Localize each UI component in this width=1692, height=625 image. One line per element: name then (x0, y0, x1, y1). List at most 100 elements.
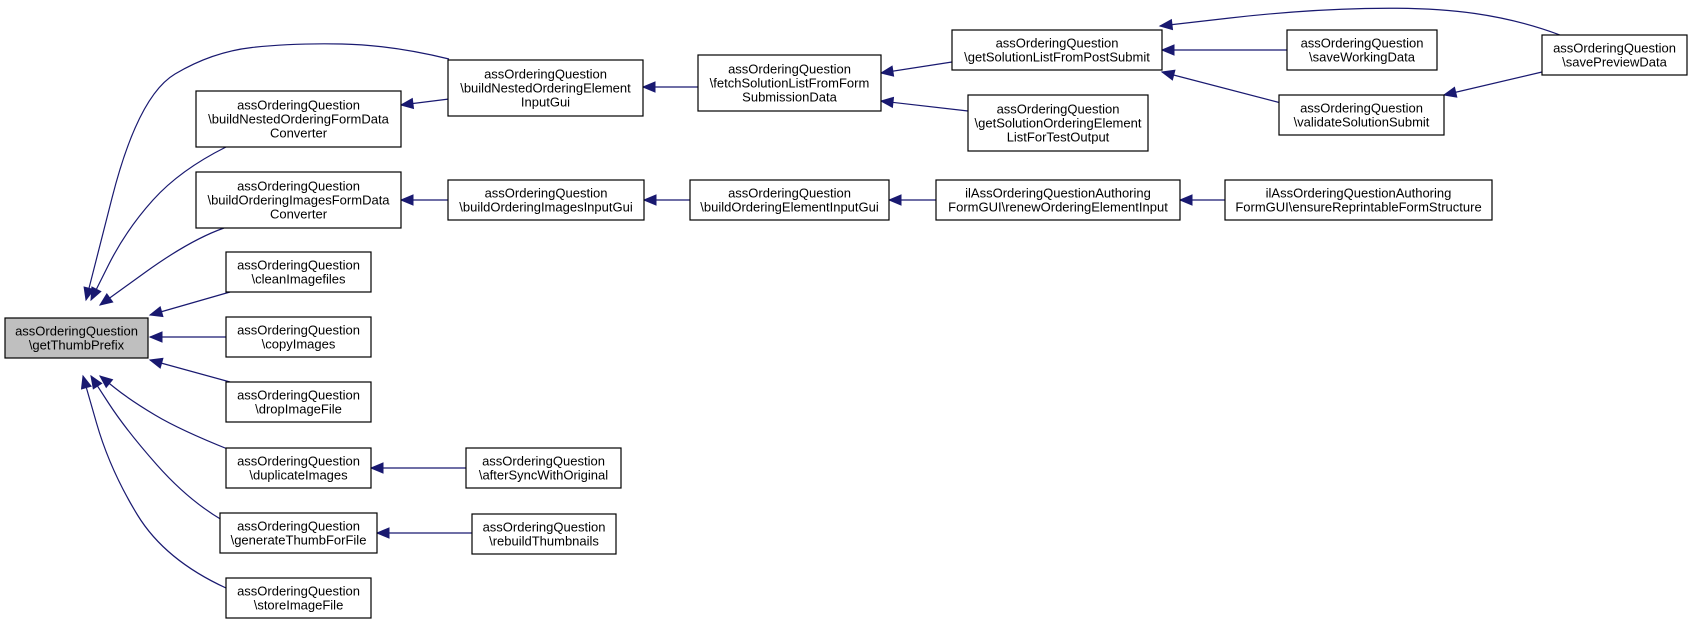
arrow-head-icon (1160, 69, 1176, 81)
node-box (4, 317, 149, 359)
edge-line (90, 375, 223, 521)
node-box (935, 179, 1181, 221)
edge-cleanImagefiles-to-getThumbPrefix (148, 291, 231, 318)
node-copyImages[interactable]: assOrderingQuestion\copyImages (225, 316, 372, 358)
node-label-line: \buildOrderingImagesInputGui (459, 200, 633, 215)
edge-savePreviewData-to-validateSolutionSubmit (1442, 71, 1543, 98)
node-label-line: \savePreviewData (1562, 55, 1668, 70)
node-ensureReprintableFormStructure[interactable]: ilAssOrderingQuestionAuthoringFormGUI\en… (1224, 179, 1493, 221)
node-buildNestedOrderingFormDataConverter[interactable]: assOrderingQuestion\buildNestedOrderingF… (195, 90, 402, 148)
node-label-line: \saveWorkingData (1309, 50, 1416, 65)
node-label-line: ListForTestOutput (1007, 130, 1110, 145)
node-buildOrderingElementInputGui[interactable]: assOrderingQuestion\buildOrderingElement… (689, 179, 890, 221)
node-box (195, 90, 402, 148)
edge-duplicateImages-to-getThumbPrefix (98, 375, 231, 451)
arrow-head-icon (879, 65, 895, 77)
node-getSolutionOrderingElementListForTestOutput[interactable]: assOrderingQuestion\getSolutionOrderingE… (967, 94, 1149, 152)
node-getThumbPrefix[interactable]: assOrderingQuestion\getThumbPrefix (4, 317, 149, 359)
node-label-line: assOrderingQuestion (1553, 41, 1676, 56)
node-label-line: assOrderingQuestion (482, 454, 605, 469)
node-label-line: assOrderingQuestion (1301, 36, 1424, 51)
node-generateThumbForFile[interactable]: assOrderingQuestion\generateThumbForFile (219, 512, 378, 554)
edge-getSolutionListFromPostSubmit-to-fetchSolutionListFromFormSubmissionData (879, 61, 953, 77)
node-box (471, 513, 617, 555)
node-rebuildThumbnails[interactable]: assOrderingQuestion\rebuildThumbnails (471, 513, 617, 555)
edge-line (880, 100, 969, 112)
node-label-line: assOrderingQuestion (996, 36, 1119, 51)
node-cleanImagefiles[interactable]: assOrderingQuestion\cleanImagefiles (225, 251, 372, 293)
node-label-line: \buildNestedOrderingElement (460, 81, 631, 96)
node-validateSolutionSubmit[interactable]: assOrderingQuestion\validateSolutionSubm… (1278, 94, 1445, 136)
node-box (967, 94, 1149, 152)
arrow-head-icon (399, 194, 414, 206)
node-fetchSolutionListFromFormSubmissionData[interactable]: assOrderingQuestion\fetchSolutionListFro… (697, 54, 882, 112)
node-label-line: assOrderingQuestion (728, 186, 851, 201)
node-storeImageFile[interactable]: assOrderingQuestion\storeImageFile (225, 577, 372, 619)
edge-afterSyncWithOriginal-to-duplicateImages (369, 462, 466, 474)
node-label-line: \buildNestedOrderingFormData (208, 112, 389, 127)
node-label-line: assOrderingQuestion (483, 520, 606, 535)
node-box (447, 179, 645, 221)
edge-layer (80, 7, 1561, 589)
node-label-line: assOrderingQuestion (237, 454, 360, 469)
edge-savePreviewData-to-getSolutionListFromPostSubmit (1158, 7, 1561, 36)
node-duplicateImages[interactable]: assOrderingQuestion\duplicateImages (225, 447, 372, 489)
arrow-head-icon (148, 331, 163, 343)
node-label-line: assOrderingQuestion (237, 323, 360, 338)
arrow-head-icon (879, 96, 895, 109)
edge-line (82, 375, 227, 589)
node-label-line: \buildOrderingImagesFormData (207, 193, 390, 208)
node-box (195, 171, 402, 229)
arrow-head-icon (375, 527, 390, 539)
node-getSolutionListFromPostSubmit[interactable]: assOrderingQuestion\getSolutionListFromP… (951, 29, 1163, 71)
node-label-line: \copyImages (262, 337, 336, 352)
node-label-line: \generateThumbForFile (231, 533, 367, 548)
node-box (1541, 34, 1688, 76)
edge-buildNestedOrderingElementInputGui-to-buildNestedOrderingFormDataConverter (399, 97, 450, 110)
edge-line (149, 359, 231, 383)
edge-buildOrderingImagesInputGui-to-buildOrderingImagesFormDataConverter (399, 194, 449, 206)
node-label-line: assOrderingQuestion (237, 258, 360, 273)
node-label-line: assOrderingQuestion (997, 102, 1120, 117)
node-label-line: \storeImageFile (254, 598, 344, 613)
node-box (225, 577, 372, 619)
edge-buildOrderingElementInputGui-to-buildOrderingImagesInputGui (642, 194, 690, 206)
node-dropImageFile[interactable]: assOrderingQuestion\dropImageFile (225, 381, 372, 423)
node-box (225, 316, 372, 358)
node-buildOrderingImagesInputGui[interactable]: assOrderingQuestion\buildOrderingImagesI… (447, 179, 645, 221)
node-label-line: \validateSolutionSubmit (1294, 115, 1430, 130)
edge-storeImageFile-to-getThumbPrefix (80, 374, 227, 589)
node-buildNestedOrderingElementInputGui[interactable]: assOrderingQuestion\buildNestedOrderingE… (447, 59, 644, 117)
edge-renewOrderingElementInput-to-buildOrderingElementInputGui (887, 194, 936, 206)
arrow-head-icon (887, 194, 902, 206)
arrow-head-icon (399, 97, 415, 110)
node-box (225, 447, 372, 489)
node-label-line: ilAssOrderingQuestionAuthoring (965, 186, 1151, 201)
node-buildOrderingImagesFormDataConverter[interactable]: assOrderingQuestion\buildOrderingImagesF… (195, 171, 402, 229)
node-label-line: assOrderingQuestion (237, 519, 360, 534)
node-label-line: \getSolutionOrderingElement (975, 116, 1142, 131)
node-label-line: FormGUI\renewOrderingElementInput (948, 200, 1168, 215)
node-box (951, 29, 1163, 71)
arrow-head-icon (642, 194, 657, 206)
edge-validateSolutionSubmit-to-getSolutionListFromPostSubmit (1160, 69, 1286, 105)
node-box (219, 512, 378, 554)
node-label-line: assOrderingQuestion (237, 388, 360, 403)
edge-line (99, 375, 231, 451)
node-savePreviewData[interactable]: assOrderingQuestion\savePreviewData (1541, 34, 1688, 76)
node-afterSyncWithOriginal[interactable]: assOrderingQuestion\afterSyncWithOrigina… (465, 447, 622, 489)
node-label-line: ilAssOrderingQuestionAuthoring (1266, 186, 1452, 201)
node-label-line: Converter (270, 207, 328, 222)
node-renewOrderingElementInput[interactable]: ilAssOrderingQuestionAuthoringFormGUI\re… (935, 179, 1181, 221)
edge-line (99, 227, 225, 306)
edge-line (85, 43, 450, 301)
arrow-head-icon (80, 374, 92, 390)
arrow-head-icon (148, 306, 164, 318)
arrow-head-icon (98, 293, 114, 306)
arrow-head-icon (90, 374, 103, 390)
node-label-line: InputGui (521, 95, 570, 110)
node-box (465, 447, 622, 489)
edge-ensureReprintableFormStructure-to-renewOrderingElementInput (1178, 194, 1225, 206)
node-saveWorkingData[interactable]: assOrderingQuestion\saveWorkingData (1286, 29, 1438, 71)
